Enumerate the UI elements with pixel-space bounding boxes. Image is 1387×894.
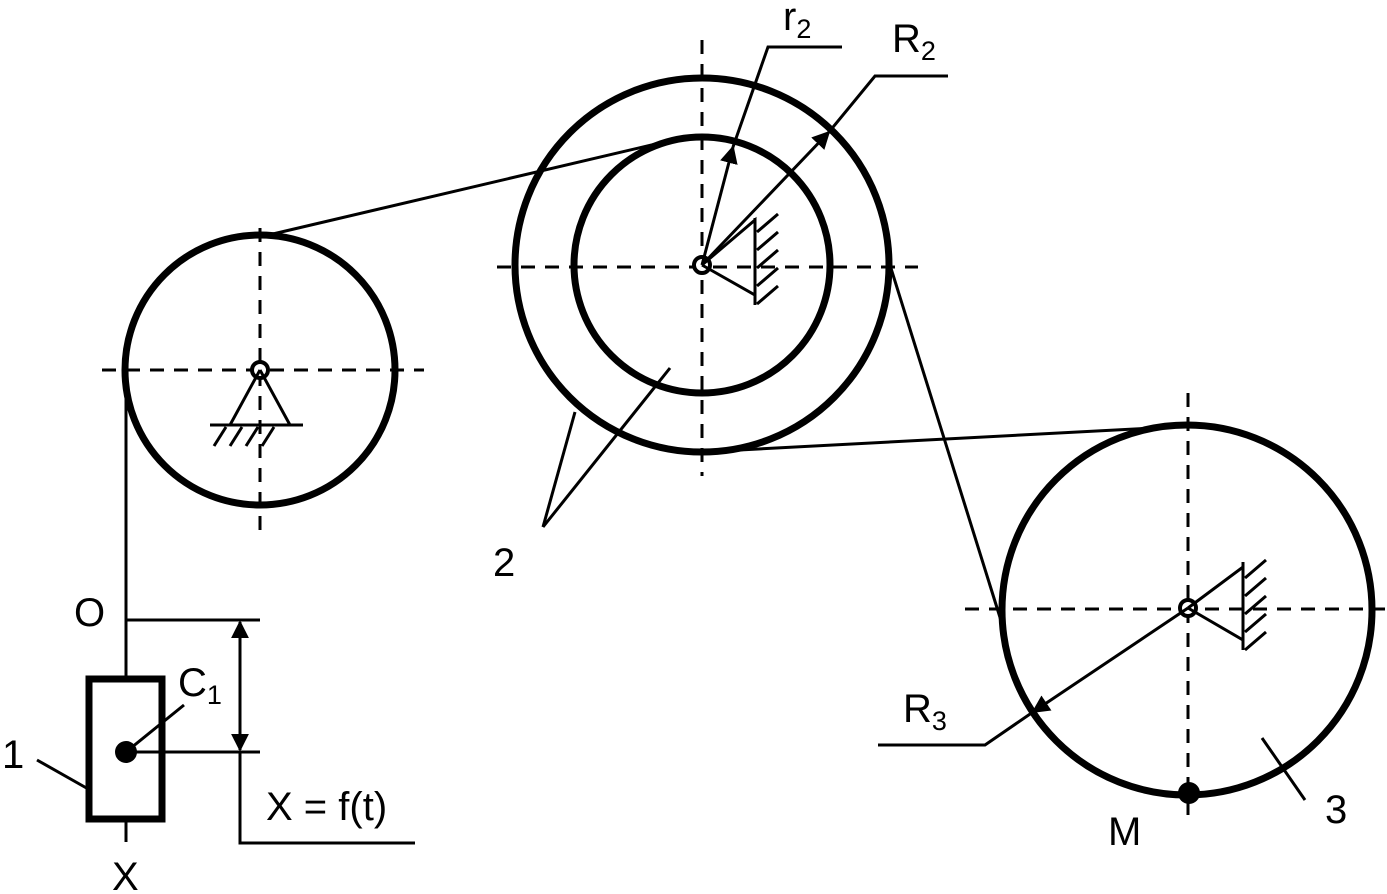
label-body-2: 2 (493, 541, 515, 585)
body-2-leaders (541, 367, 672, 528)
pulley-2-inner-circle (570, 133, 834, 397)
wheel-3 (878, 393, 1385, 825)
R3-leader-line (878, 710, 1034, 747)
label-C1: C1 (178, 661, 222, 710)
stepped-pulley-2 (497, 40, 948, 476)
label-R3: R3 (903, 687, 947, 736)
R2-radius-arrow (700, 130, 831, 267)
c1-leader-line (125, 703, 185, 754)
label-motion-law: X = f(t) (266, 785, 387, 829)
block-1 (36, 675, 185, 842)
law-leader-line (238, 752, 415, 845)
left-pulley (102, 228, 424, 535)
label-body-3: 3 (1325, 788, 1347, 832)
belt-outer-to-wheel-3-right (887, 261, 1005, 628)
r2-leader-line (731, 45, 842, 148)
body-1-leader-line (36, 758, 91, 792)
body-2-leader-inner (541, 367, 672, 528)
label-point-m: M (1108, 810, 1141, 854)
body-2-leader-outer (541, 411, 577, 528)
point-m-marker (1178, 782, 1200, 804)
left-pulley-fixed-support (210, 369, 303, 447)
R3-radius-arrow (1031, 606, 1189, 714)
R2-leader-line (827, 74, 948, 133)
pulley-2-fixed-support (701, 212, 779, 306)
label-axis-x: X (112, 855, 139, 894)
label-origin-o: O (74, 591, 105, 635)
label-R2: R2 (892, 17, 936, 66)
belt-outer-bottom-to-wheel-3-top (701, 425, 1173, 454)
r2-radius-arrow (700, 145, 738, 266)
coordinate-dimension (126, 618, 415, 845)
belts (124, 141, 1173, 680)
belt-left-to-inner (259, 141, 661, 239)
label-body-1: 1 (2, 733, 24, 777)
wheel-3-fixed-support (1187, 558, 1267, 652)
label-r2: r2 (783, 0, 811, 44)
body-3-leader-line (1260, 737, 1307, 801)
